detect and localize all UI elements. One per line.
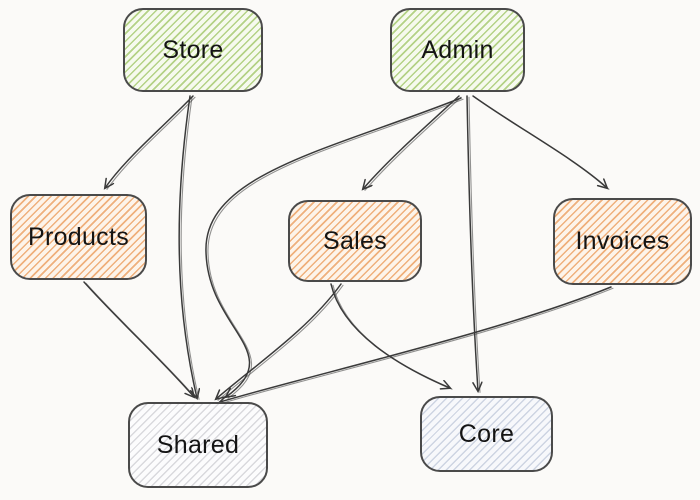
edge-echo-sales-core [332, 284, 453, 390]
node-products[interactable]: Products [10, 194, 147, 280]
edge-admin-shared [205, 97, 462, 397]
edge-sales-core [330, 283, 450, 388]
node-sales-label: Sales [322, 226, 388, 255]
edge-store-products [105, 95, 194, 188]
edge-echo-admin-core [468, 96, 481, 393]
node-shared[interactable]: Shared [128, 402, 268, 488]
edge-echo-admin-sales [364, 96, 462, 191]
node-invoices-label: Invoices [575, 227, 670, 255]
node-store[interactable]: Store [123, 8, 263, 92]
edge-echo-store-shared [180, 96, 200, 400]
node-admin[interactable]: Admin [390, 8, 525, 92]
node-sales[interactable]: Sales [288, 200, 422, 282]
edge-sales-shared [216, 283, 342, 399]
edge-admin-core [466, 95, 478, 391]
node-products-label: Products [27, 222, 130, 251]
node-admin-label: Admin [421, 35, 494, 64]
edge-admin-invoices [472, 95, 607, 188]
edge-store-shared [178, 95, 197, 398]
edge-admin-sales [363, 95, 460, 189]
edge-invoices-shared [220, 286, 612, 402]
node-invoices[interactable]: Invoices [553, 198, 692, 285]
node-core-label: Core [458, 419, 515, 448]
edge-echo-sales-shared [217, 284, 344, 401]
node-core[interactable]: Core [420, 396, 553, 472]
edge-echo-invoices-shared [221, 287, 614, 404]
edge-echo-store-products [106, 96, 196, 190]
edge-echo-admin-shared [207, 98, 464, 399]
node-shared-label: Shared [156, 430, 240, 459]
node-store-label: Store [162, 35, 224, 64]
edge-products-shared [83, 281, 194, 397]
